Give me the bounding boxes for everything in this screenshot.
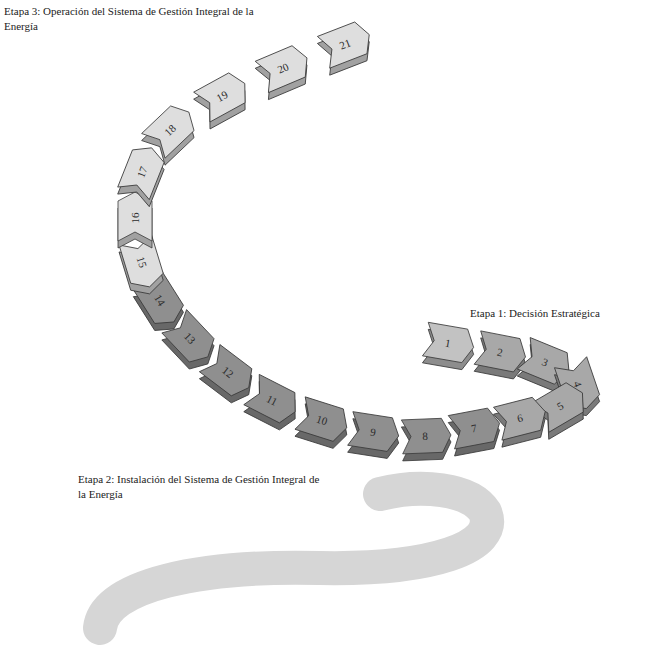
step-number: 8 xyxy=(422,430,428,441)
step-tread xyxy=(118,142,168,200)
stage-label: Etapa 1: Decisión Estratégica xyxy=(470,306,650,321)
step-tread xyxy=(348,412,402,453)
step-tread xyxy=(448,406,502,449)
stage-label: Etapa 3: Operación del Sistema de Gestió… xyxy=(4,4,254,34)
stair-step: 1 xyxy=(419,322,476,364)
step-tread xyxy=(422,322,476,364)
stair-step: 19 xyxy=(191,69,253,124)
step-tread xyxy=(401,418,451,454)
step-tread xyxy=(194,69,253,122)
step-tread xyxy=(295,397,352,444)
step-number: 16 xyxy=(130,213,141,224)
step-number: 15 xyxy=(135,255,149,269)
stair-step: 9 xyxy=(345,411,402,453)
step-tread xyxy=(255,42,313,92)
stair-step: 8 xyxy=(398,418,451,454)
step-tread xyxy=(494,395,550,440)
stair-step: 10 xyxy=(292,396,352,444)
stair-step: 20 xyxy=(252,42,313,94)
stair-step: 7 xyxy=(445,406,502,449)
stair-step: 17 xyxy=(117,142,168,203)
step-tread xyxy=(317,19,375,68)
stage-label: Etapa 2: Instalación del Sistema de Gest… xyxy=(78,472,328,502)
stair-shadow xyxy=(100,489,487,628)
step-tread xyxy=(244,374,303,427)
stair-step: 6 xyxy=(491,395,550,441)
step-tread xyxy=(142,100,201,158)
stair-step: 21 xyxy=(315,19,376,69)
